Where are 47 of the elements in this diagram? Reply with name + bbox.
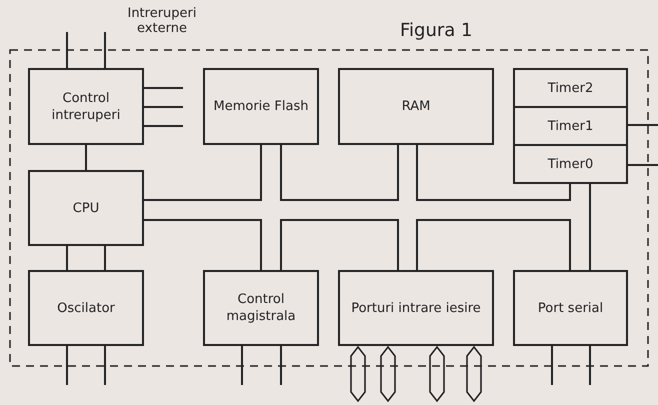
- process-box: [28, 68, 144, 145]
- port-box: [338, 270, 494, 346]
- connector-line: [66, 32, 68, 68]
- connector-line: [551, 346, 553, 385]
- box-label: Porturi intrare iesire: [351, 300, 481, 316]
- bus-line: [280, 145, 399, 201]
- process-box: [28, 270, 144, 346]
- connector-line: [628, 164, 658, 166]
- box-label: Control magistrala: [225, 291, 297, 325]
- bus-line: [416, 145, 571, 201]
- connector-line: [280, 346, 282, 385]
- connector-line: [144, 106, 183, 108]
- connector-line: [144, 87, 183, 89]
- connector-line: [144, 125, 183, 127]
- bus-line: [589, 184, 591, 270]
- bus-line: [144, 219, 262, 270]
- connector-line: [66, 246, 68, 270]
- box-label: Timer1: [548, 118, 594, 134]
- connector-line: [66, 346, 68, 385]
- bus-line: [280, 219, 399, 270]
- box-label: CPU: [72, 200, 100, 216]
- connector-line: [85, 145, 87, 170]
- memory-box: [338, 68, 494, 145]
- box-label: RAM: [402, 98, 430, 115]
- connector-line: [104, 346, 106, 385]
- port-box: [513, 270, 628, 346]
- connector-line: [589, 346, 591, 385]
- process-box: [28, 170, 144, 246]
- timer-box: [513, 106, 628, 146]
- memory-box: [203, 68, 319, 145]
- process-box: [203, 270, 319, 346]
- box-label: Port serial: [538, 300, 604, 316]
- bus-line: [416, 219, 571, 270]
- timer-box: [513, 144, 628, 184]
- box-label: Control intreruperi: [50, 90, 122, 124]
- connector-line: [241, 346, 243, 385]
- connector-line: [628, 124, 658, 126]
- box-label: Oscilator: [57, 300, 115, 316]
- box-label: Timer2: [548, 80, 594, 96]
- signal-label: Intreruperi externe: [126, 6, 198, 36]
- timer-box: [513, 68, 628, 108]
- box-label: Memorie Flash: [214, 98, 308, 115]
- figure-title: Figura 1: [400, 20, 472, 41]
- box-label: Timer0: [548, 156, 594, 172]
- connector-line: [104, 246, 106, 270]
- bus-line: [144, 145, 262, 201]
- connector-line: [104, 32, 106, 68]
